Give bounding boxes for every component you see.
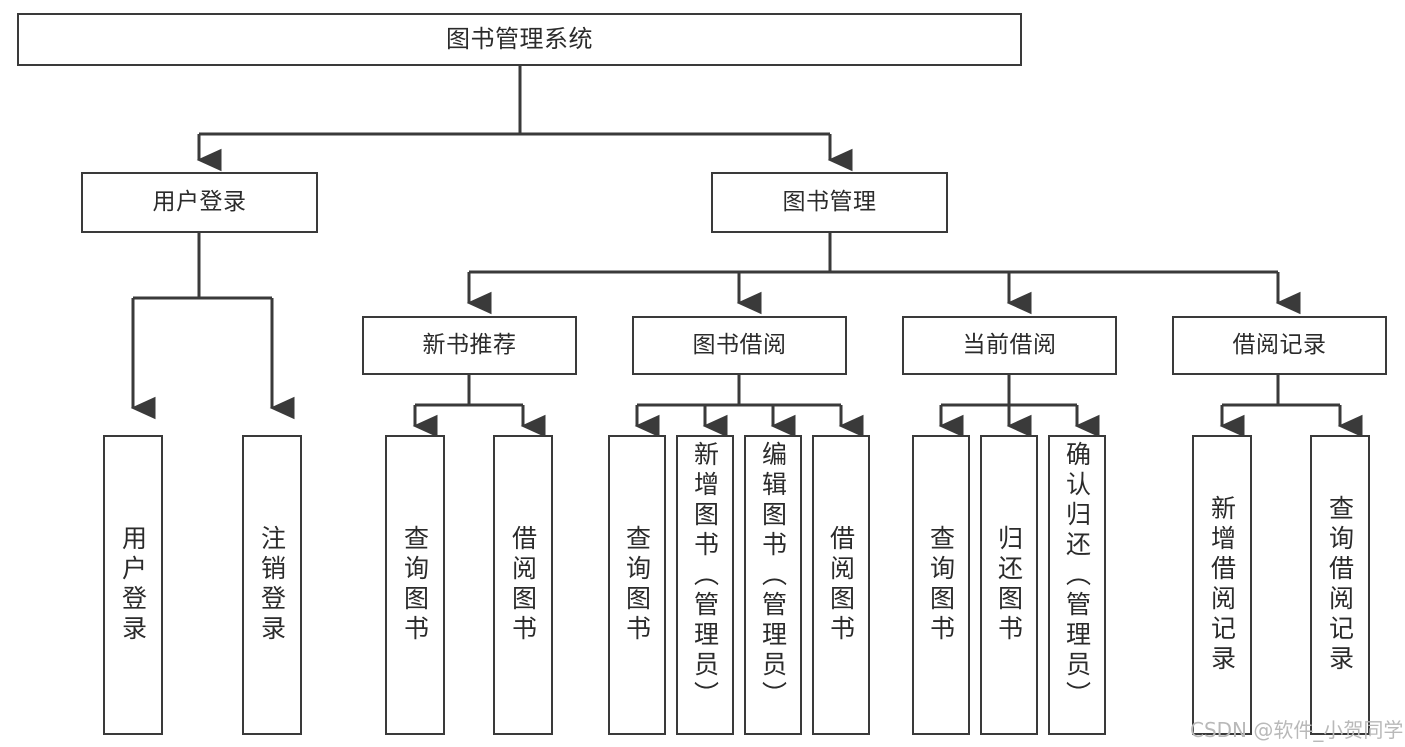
node-leaf-confirm-return[interactable]: 确认归还（管理员）	[1048, 435, 1106, 735]
node-leaf-query-borrow-record-label: 查询借阅记录	[1325, 495, 1355, 675]
node-current-borrow[interactable]: 当前借阅	[902, 316, 1117, 375]
node-leaf-return-book[interactable]: 归还图书	[980, 435, 1038, 735]
node-leaf-logout-label: 注销登录	[257, 525, 287, 645]
node-leaf-borrow-book-recommend-label: 借阅图书	[508, 525, 538, 645]
node-leaf-query-book-recommend-label: 查询图书	[400, 525, 430, 645]
node-leaf-query-book-borrow[interactable]: 查询图书	[608, 435, 666, 735]
node-borrow-record[interactable]: 借阅记录	[1172, 316, 1387, 375]
node-root-system-label: 图书管理系统	[446, 25, 593, 54]
node-leaf-return-book-label: 归还图书	[994, 525, 1024, 645]
node-new-book-recommend[interactable]: 新书推荐	[362, 316, 577, 375]
node-book-borrow[interactable]: 图书借阅	[632, 316, 847, 375]
node-leaf-query-book-recommend[interactable]: 查询图书	[385, 435, 445, 735]
node-book-borrow-label: 图书借阅	[692, 331, 787, 358]
csdn-watermark: CSDN @软件_小贺同学	[1190, 714, 1403, 743]
node-leaf-add-book-label: 新增图书（管理员）	[690, 441, 720, 711]
node-leaf-edit-book[interactable]: 编辑图书（管理员）	[744, 435, 802, 735]
node-book-manage-label: 图书管理	[782, 188, 877, 215]
node-root-system[interactable]: 图书管理系统	[17, 13, 1022, 66]
node-user-login[interactable]: 用户登录	[81, 172, 318, 233]
node-leaf-borrow-book-label: 借阅图书	[826, 525, 856, 645]
node-leaf-user-login[interactable]: 用户登录	[103, 435, 163, 735]
node-book-manage[interactable]: 图书管理	[711, 172, 948, 233]
node-leaf-add-borrow-record-label: 新增借阅记录	[1207, 495, 1237, 675]
node-user-login-label: 用户登录	[152, 188, 247, 215]
node-leaf-add-book[interactable]: 新增图书（管理员）	[676, 435, 734, 735]
node-new-book-recommend-label: 新书推荐	[422, 331, 517, 358]
node-leaf-edit-book-label: 编辑图书（管理员）	[758, 441, 788, 711]
node-leaf-confirm-return-label: 确认归还（管理员）	[1062, 441, 1092, 711]
node-leaf-user-login-label: 用户登录	[118, 525, 148, 645]
node-leaf-query-borrow-record[interactable]: 查询借阅记录	[1310, 435, 1370, 735]
csdn-watermark-text: CSDN @软件_小贺同学	[1190, 718, 1404, 742]
node-leaf-query-book-borrow-label: 查询图书	[622, 525, 652, 645]
node-leaf-query-book-current[interactable]: 查询图书	[912, 435, 970, 735]
node-leaf-logout[interactable]: 注销登录	[242, 435, 302, 735]
node-current-borrow-label: 当前借阅	[962, 331, 1057, 358]
node-leaf-add-borrow-record[interactable]: 新增借阅记录	[1192, 435, 1252, 735]
node-leaf-query-book-current-label: 查询图书	[926, 525, 956, 645]
node-leaf-borrow-book-recommend[interactable]: 借阅图书	[493, 435, 553, 735]
node-borrow-record-label: 借阅记录	[1232, 331, 1327, 358]
node-leaf-borrow-book[interactable]: 借阅图书	[812, 435, 870, 735]
